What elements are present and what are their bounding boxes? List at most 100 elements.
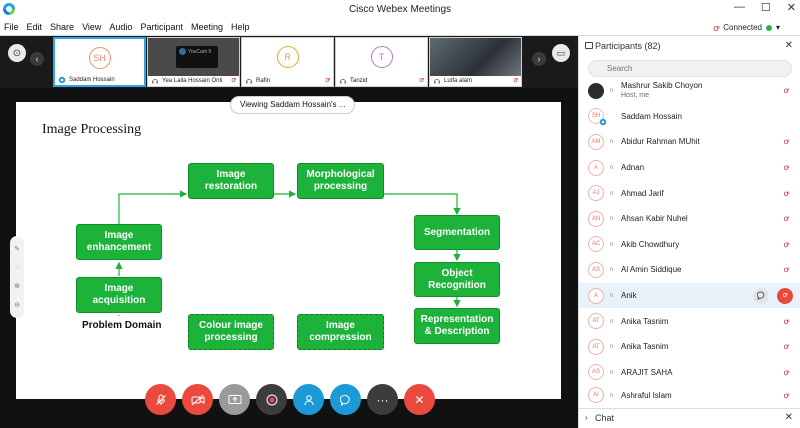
mute-participant-button[interactable]: ꝍ — [777, 287, 793, 304]
shared-content-area: Image Processing Image restoration Morp — [0, 88, 578, 428]
headset-icon — [246, 79, 252, 84]
avatar: AN — [588, 210, 604, 227]
close-chat-button[interactable]: ✕ — [784, 412, 793, 423]
thumbnails-next-button[interactable]: › — [532, 52, 546, 66]
muted-mic-icon[interactable]: ꝍ — [783, 265, 789, 275]
close-panel-button[interactable]: ✕ — [784, 40, 793, 51]
participants-button[interactable] — [293, 384, 324, 415]
chat-with-participant-button[interactable] — [753, 287, 769, 304]
menu-participant[interactable]: Participant — [140, 21, 183, 32]
participant-search-input[interactable] — [588, 60, 792, 77]
avatar: A — [588, 159, 604, 176]
pointer-icon[interactable]: ◌ — [14, 264, 20, 272]
avatar: T — [370, 46, 393, 68]
muted-mic-icon[interactable]: ꝍ — [783, 239, 789, 249]
participant-video: YouCam 9 — [148, 38, 239, 76]
muted-mic-icon: ꝍ — [782, 292, 788, 300]
participant-row[interactable]: AS ∩ Al Amin Siddique ꝍ — [579, 257, 800, 283]
headset-icon — [434, 79, 440, 84]
muted-mic-icon[interactable]: ꝍ — [783, 390, 789, 400]
participant-row[interactable]: AT ∩ Anika Tasnim ꝍ — [579, 334, 800, 360]
muted-mic-icon[interactable]: ꝍ — [783, 342, 789, 352]
menu-bar: File Edit Share View Audio Participant M… — [0, 18, 800, 36]
headset-icon: ∩ — [609, 164, 615, 172]
layout-options-icon[interactable]: ⊙ — [8, 44, 26, 62]
video-thumbnail-strip: ⊙ ‹ SH Saddam Hossain YouCam 9 Yea Laila… — [0, 36, 578, 88]
participant-row[interactable]: AJ ∩ Ahmad Jarif ꝍ — [579, 180, 800, 206]
menu-audio[interactable]: Audio — [109, 21, 133, 32]
menu-file[interactable]: File — [4, 21, 19, 32]
record-button[interactable] — [256, 384, 287, 415]
participant-row[interactable]: AI ∩ Ashraful Islam ꝍ — [579, 385, 800, 405]
muted-mic-icon[interactable]: ꝍ — [783, 214, 789, 224]
menu-meeting[interactable]: Meeting — [190, 21, 224, 32]
headset-icon: ∩ — [609, 138, 615, 146]
participants-panel-header[interactable]: Participants (82) ✕ — [579, 36, 800, 56]
menu-view[interactable]: View — [82, 21, 102, 32]
participant-row-hovered[interactable]: A ∩ Anik ꝍ — [579, 282, 800, 309]
participant-row[interactable]: ∩ Mashrur Sakib Choyon Host, me ꝍ — [579, 78, 800, 104]
avatar: AI — [588, 387, 604, 404]
muted-mic-icon[interactable]: ꝍ — [783, 367, 789, 377]
zoom-in-icon[interactable]: ⊕ — [14, 282, 20, 290]
thumbnail-lutfa-alam[interactable]: Lutfa alam ꝍ — [429, 37, 522, 87]
menu-help[interactable]: Help — [231, 21, 250, 32]
avatar: AJ — [588, 185, 604, 202]
participant-name: Abidur Rahman MUhit — [621, 137, 700, 147]
participant-row[interactable]: A ∩ Adnan ꝍ — [579, 155, 800, 181]
muted-mic-icon[interactable]: ꝍ — [783, 86, 789, 96]
muted-mic-icon: ꝍ — [231, 77, 236, 84]
participant-name: Anika Tasnim — [621, 316, 669, 326]
muted-mic-icon: ꝍ — [419, 77, 424, 84]
thumbnail-tanzid[interactable]: T Tanzid ꝍ — [335, 37, 428, 87]
menu-share[interactable]: Share — [50, 21, 75, 32]
leave-meeting-button[interactable]: ✕ — [404, 384, 435, 415]
unmute-button[interactable] — [145, 384, 176, 415]
thumbnail-name: Tanzid — [350, 78, 368, 84]
participant-name: Saddam Hossain — [621, 111, 682, 121]
thumbnail-rafin[interactable]: R Rafin ꝍ — [241, 37, 334, 87]
close-window-button[interactable]: ✕ — [786, 2, 796, 14]
minimize-button[interactable]: — — [733, 1, 745, 13]
muted-mic-icon[interactable]: ꝍ — [783, 188, 789, 198]
participant-row[interactable]: SH Saddam Hossain — [579, 104, 800, 130]
headset-icon: ∩ — [609, 343, 615, 351]
participant-row[interactable]: AM ∩ Abidur Rahman MUhit ꝍ — [579, 129, 800, 155]
participant-list: ∩ Mashrur Sakib Choyon Host, me ꝍ SH Sad… — [579, 78, 800, 405]
more-options-button[interactable]: ··· — [367, 384, 398, 415]
chat-label: Chat — [595, 413, 615, 423]
chat-button[interactable] — [330, 384, 361, 415]
participant-row[interactable]: AT ∩ Anika Tasnim ꝍ — [579, 308, 800, 334]
thumbnails-prev-button[interactable]: ‹ — [30, 52, 44, 66]
box-object-recognition: Object Recognition — [414, 262, 500, 297]
muted-mic-icon[interactable]: ꝍ — [783, 316, 789, 326]
menu-edit[interactable]: Edit — [26, 21, 43, 32]
participant-row[interactable]: AS ∩ ARAJIT SAHA ꝍ — [579, 360, 800, 386]
connected-dot-icon — [765, 24, 772, 31]
youcam-placeholder: YouCam 9 — [176, 46, 218, 68]
thumbnail-yea-laila[interactable]: YouCam 9 Yea Laila Hossain Onti ꝍ — [147, 37, 240, 87]
box-representation-description: Representation & Description — [414, 308, 500, 344]
muted-mic-icon[interactable]: ꝍ — [783, 137, 789, 147]
thumbnail-saddam-hossain[interactable]: SH Saddam Hossain — [53, 37, 146, 87]
headset-icon: ∩ — [609, 266, 615, 274]
participant-list-toggle-icon[interactable]: ▭ — [552, 44, 570, 62]
share-content-button[interactable] — [219, 384, 250, 415]
participant-video — [430, 38, 521, 76]
maximize-button[interactable]: ☐ — [760, 2, 771, 14]
participant-row[interactable]: AC ∩ Akib Chowdhury ꝍ — [579, 232, 800, 258]
muted-mic-icon: ꝍ — [513, 77, 518, 84]
viewing-share-label[interactable]: Viewing Saddam Hossain's ... — [230, 96, 356, 114]
collapse-panel-icon[interactable] — [585, 42, 593, 49]
annotate-icon[interactable]: ✎ — [14, 246, 20, 254]
participant-name: Adnan — [621, 163, 645, 173]
chat-panel-bar[interactable]: › Chat ✕ — [579, 408, 800, 428]
zoom-out-icon[interactable]: ⊖ — [14, 301, 20, 309]
muted-mic-icon[interactable]: ꝍ — [783, 163, 789, 173]
record-icon — [266, 394, 277, 405]
participant-name: Ashraful Islam — [621, 390, 672, 400]
connection-status[interactable]: ꝍ Connected ▾ — [713, 21, 780, 34]
diagram-connectors — [115, 190, 461, 316]
participant-row[interactable]: AN ∩ Ahsan Kabir Nuhel ꝍ — [579, 206, 800, 232]
start-video-button[interactable] — [182, 384, 213, 415]
